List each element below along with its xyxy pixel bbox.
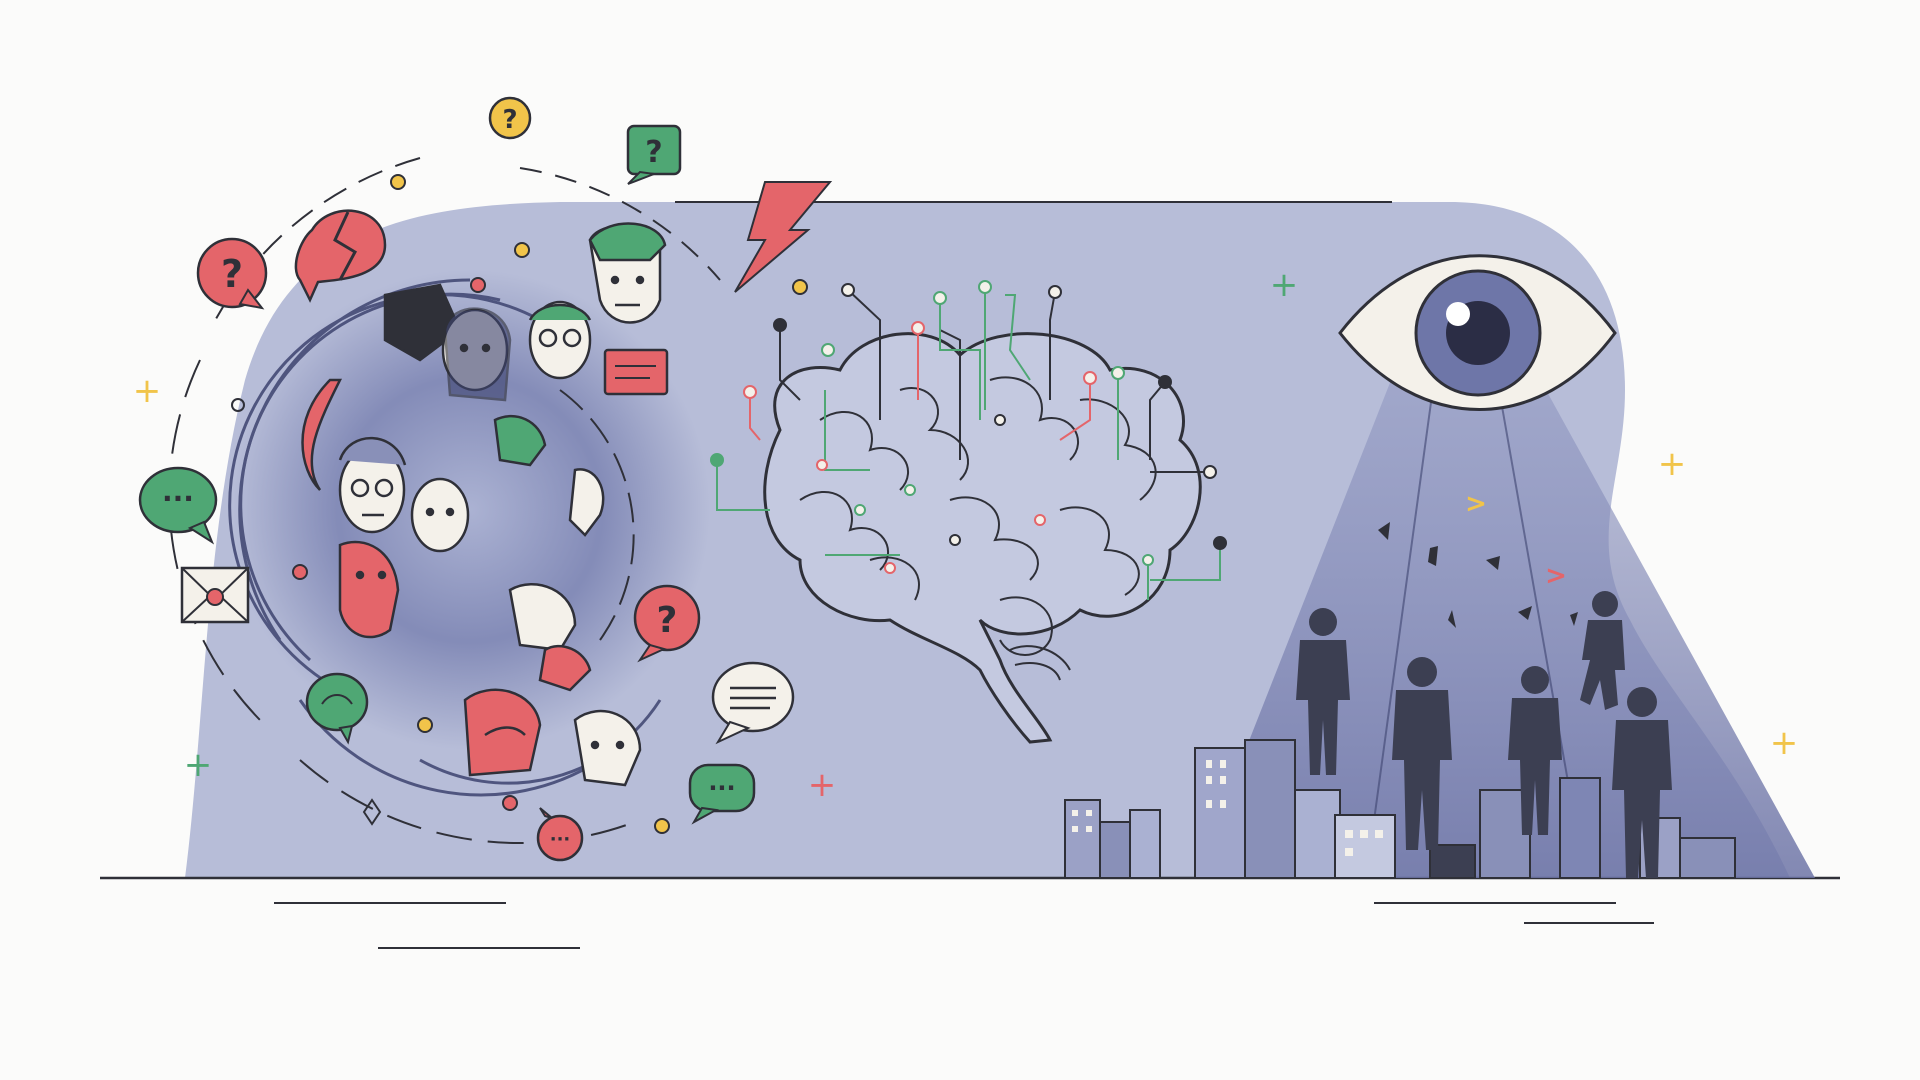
face-group <box>301 222 667 787</box>
person-figure <box>1392 657 1452 850</box>
scatter-dots <box>231 174 808 834</box>
envelope-icon <box>180 566 250 624</box>
ellipsis-glyph: ··· <box>708 774 735 802</box>
speech-bubble-ellipsis-green-left: ··· <box>138 466 218 545</box>
speech-bubble-question-yellow: ? <box>488 96 532 140</box>
question-glyph: ? <box>221 252 243 296</box>
circuit-nodes <box>710 280 1227 574</box>
speech-bubble-ellipsis-red: ··· <box>536 807 584 862</box>
circuit-brain <box>710 280 1227 744</box>
face-mid-right <box>508 582 592 692</box>
plus-mark-red: + <box>808 765 837 805</box>
person-figure <box>1296 608 1350 775</box>
chat-bubble-red-square <box>603 348 669 396</box>
red-swirl <box>301 378 343 491</box>
person-figure <box>1508 666 1562 835</box>
plus-mark-yellow: + <box>1658 444 1687 484</box>
ellipsis-glyph: ··· <box>162 482 194 515</box>
diamond-mark <box>362 798 382 826</box>
person-figure <box>1580 591 1625 710</box>
crowd-vortex: ? ? ? ··· <box>133 96 837 862</box>
shadow-lines <box>274 902 1654 949</box>
face-center <box>410 477 470 553</box>
face-green-mid <box>493 414 547 467</box>
face-glasses <box>528 300 592 380</box>
circuit-wires <box>716 287 1221 600</box>
speech-bubble-ellipsis-green-right: ··· <box>688 763 756 825</box>
plus-mark-green: + <box>184 745 213 785</box>
speech-bubble-green-bottom-left <box>305 672 369 745</box>
floating-shards <box>1378 522 1578 628</box>
face-profile <box>568 468 605 537</box>
beam-lines <box>1369 394 1581 851</box>
question-glyph: ? <box>645 135 662 170</box>
face-bottom-red <box>463 688 542 777</box>
chevron-mark-red: > <box>1545 561 1567 591</box>
plus-mark-yellow: + <box>133 371 162 411</box>
face-man-glasses <box>338 436 407 534</box>
broken-heart-bubble <box>294 209 387 303</box>
eye-icon <box>1338 254 1617 411</box>
face-red-left <box>338 540 400 639</box>
human-figures <box>1296 591 1672 878</box>
face-green-top <box>588 222 667 324</box>
speech-bubble-question-green: ? <box>626 124 682 185</box>
brain-folds <box>799 376 1157 681</box>
lightning-bolt <box>734 181 833 293</box>
plus-mark-green: + <box>1270 265 1299 305</box>
face-woman <box>441 307 512 402</box>
chevron-mark-yellow: > <box>1465 489 1487 519</box>
speech-bubble-question-red: ? <box>196 237 268 310</box>
cityscape <box>1064 739 1736 879</box>
speech-bubble-lines <box>711 661 795 745</box>
person-figure <box>1612 687 1672 878</box>
speech-bubble-question-red-right: ? <box>633 584 701 663</box>
plus-mark-yellow: + <box>1770 723 1799 763</box>
ellipsis-glyph: ··· <box>550 829 571 850</box>
face-bottom-right <box>573 709 642 787</box>
question-glyph: ? <box>657 600 678 641</box>
question-glyph: ? <box>502 105 517 135</box>
surveillance-eye: > > + + + <box>1064 254 1815 879</box>
face-dark <box>383 283 462 362</box>
